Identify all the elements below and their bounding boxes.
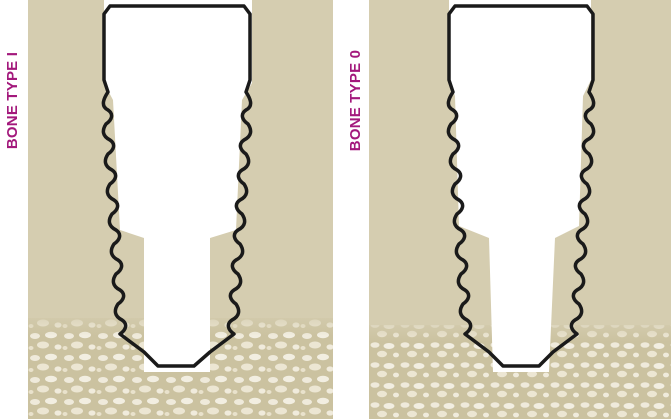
panel-bone-type-0 xyxy=(369,0,671,419)
bone-type-label-right: BONE TYPE 0 xyxy=(343,0,369,200)
bone-type-label-text: BONE TYPE 0 xyxy=(348,49,365,150)
bone-illustration-right xyxy=(369,0,671,419)
bone-type-label-text: BONE TYPE I xyxy=(5,51,22,148)
bone-illustration-left xyxy=(28,0,333,419)
bone-type-label-left: BONE TYPE I xyxy=(0,0,26,200)
panel-bone-type-1 xyxy=(28,0,333,419)
